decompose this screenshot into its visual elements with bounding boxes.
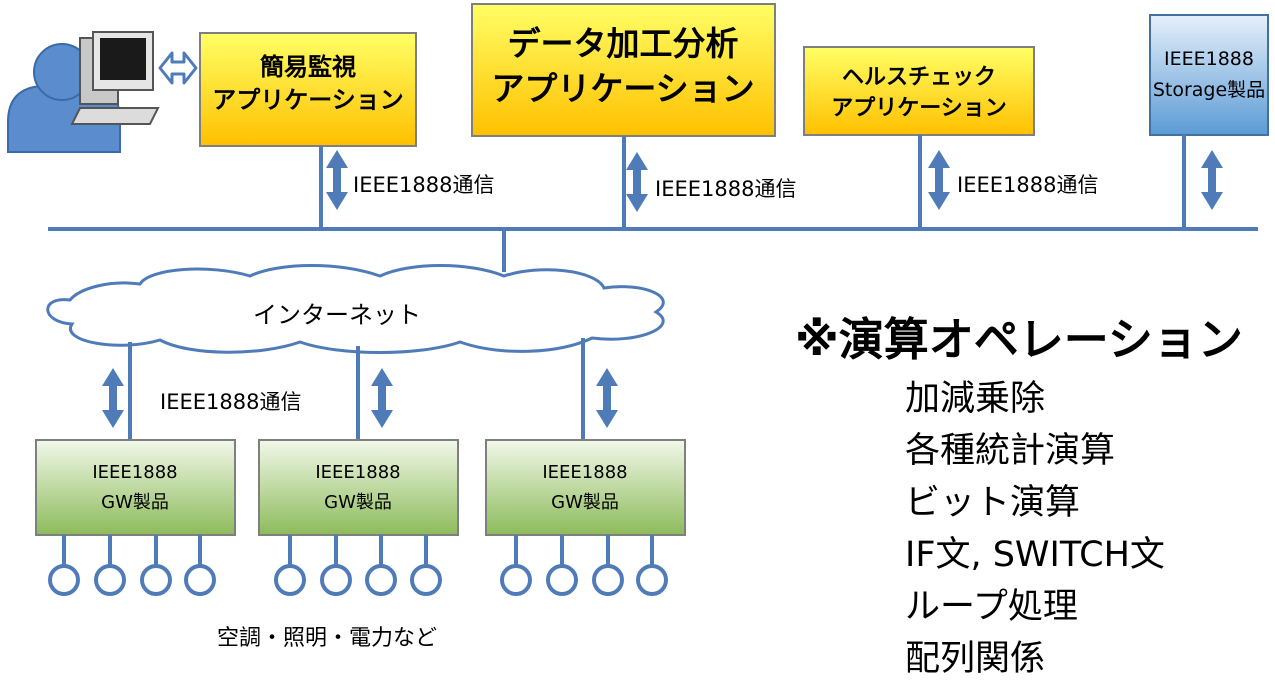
- internet-label: インターネット: [253, 301, 421, 329]
- simple-monitor-app-box: 簡易監視 アプリケーション: [199, 32, 417, 147]
- operation-item: 各種統計演算: [905, 431, 1116, 471]
- comm-label-1: IEEE1888通信: [353, 173, 494, 197]
- devices-caption: 空調・照明・電力など: [217, 626, 437, 651]
- gateway-box-3: IEEE1888 GW製品: [485, 439, 686, 536]
- gateway-1-line2: GW製品: [101, 492, 169, 513]
- comm-label-gw: IEEE1888通信: [160, 390, 301, 414]
- app-connectors: [319, 135, 1186, 228]
- data-analysis-line2: アプリケーション: [491, 69, 754, 108]
- operations-list: 加減乗除 各種統計演算 ビット演算 IF文, SWITCH文 ループ処理 配列関…: [905, 373, 1165, 685]
- operation-item: 加減乗除: [905, 379, 1046, 419]
- gateway-2-line2: GW製品: [324, 492, 392, 513]
- health-check-line1: ヘルスチェック: [842, 65, 996, 90]
- gateway-connectors: [128, 338, 585, 440]
- user-app-arrow: [158, 51, 198, 85]
- operations-title: ※演算オペレーション: [795, 313, 1243, 366]
- storage-line2: Storage製品: [1153, 79, 1265, 101]
- operation-item: IF文, SWITCH文: [905, 535, 1165, 575]
- gateway-box-1: IEEE1888 GW製品: [35, 439, 236, 536]
- computer-icon: [70, 31, 160, 125]
- gateway-box-2: IEEE1888 GW製品: [258, 439, 459, 536]
- gateway-1-line1: IEEE1888: [92, 462, 177, 483]
- internet-cloud: インターネット: [46, 264, 665, 354]
- device-nodes: [48, 535, 668, 596]
- comm-label-2: IEEE1888通信: [655, 177, 796, 201]
- simple-monitor-line2: アプリケーション: [212, 86, 404, 114]
- storage-box: IEEE1888 Storage製品: [1149, 14, 1269, 136]
- data-analysis-app-box: データ加工分析 アプリケーション: [471, 3, 776, 137]
- simple-monitor-line1: 簡易監視: [260, 53, 356, 81]
- operation-item: ビット演算: [905, 483, 1081, 523]
- health-check-line2: アプリケーション: [831, 96, 1007, 121]
- operation-item: ループ処理: [905, 587, 1078, 627]
- health-check-app-box: ヘルスチェック アプリケーション: [803, 46, 1035, 136]
- gateway-2-line1: IEEE1888: [315, 462, 400, 483]
- operation-item: 配列関係: [905, 639, 1046, 679]
- gateway-3-line1: IEEE1888: [542, 462, 627, 483]
- data-analysis-line1: データ加工分析: [508, 24, 739, 63]
- comm-label-3: IEEE1888通信: [957, 173, 1098, 197]
- network-diagram: 簡易監視 アプリケーション データ加工分析 アプリケーション ヘルスチェック ア…: [7, 3, 1269, 651]
- gateway-3-line2: GW製品: [551, 492, 619, 513]
- storage-line1: IEEE1888: [1164, 48, 1254, 70]
